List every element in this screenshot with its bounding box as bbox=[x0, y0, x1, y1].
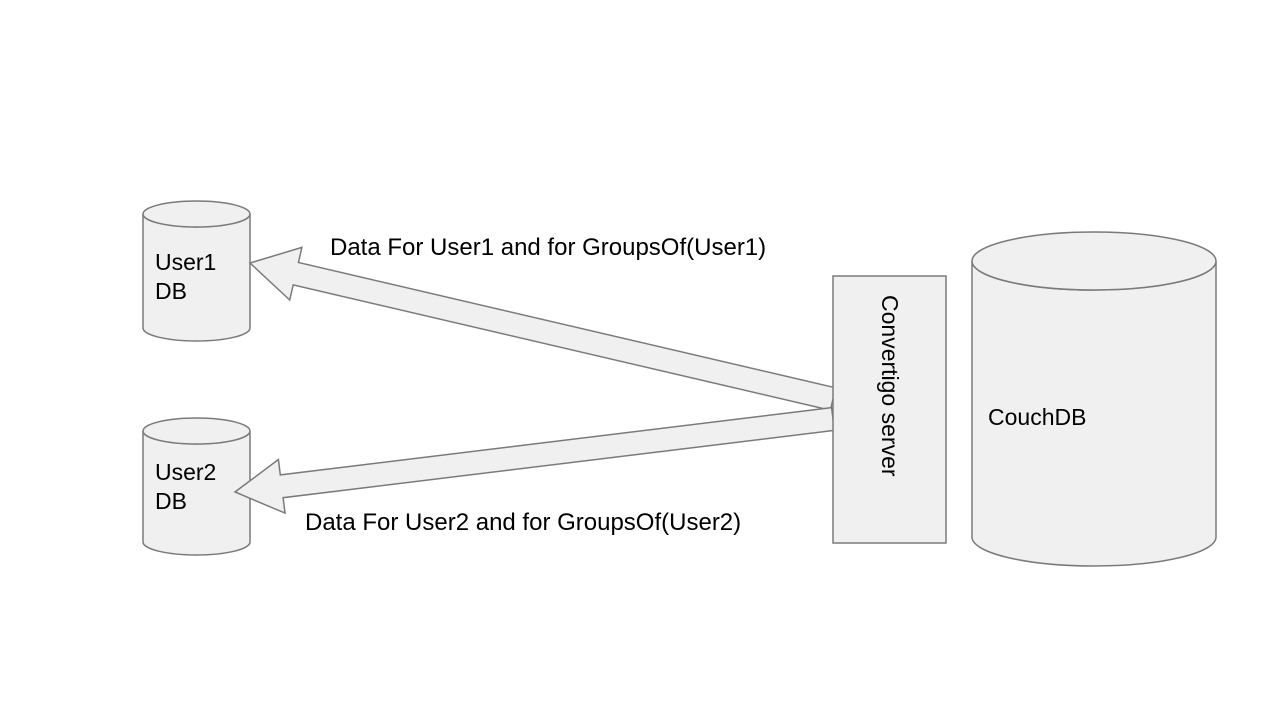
convertigo-server-box bbox=[832, 275, 947, 544]
user2-db-cylinder-top bbox=[142, 417, 251, 445]
user1-db-cylinder-icon bbox=[142, 200, 251, 342]
edge-label-user2: Data For User2 and for GroupsOf(User2) bbox=[305, 509, 742, 536]
user1-db-label: User1 DB bbox=[155, 248, 216, 306]
block-arrow-to-user1-icon bbox=[248, 246, 837, 412]
couchdb-cylinder-top bbox=[971, 231, 1217, 291]
user1-db-cylinder-top bbox=[142, 200, 251, 228]
block-arrow-to-user2-icon bbox=[233, 406, 836, 515]
user2-db-label-line1: User2 bbox=[155, 459, 217, 485]
couchdb-cylinder-icon bbox=[971, 231, 1217, 567]
edge-label-user1: Data For User1 and for GroupsOf(User1) bbox=[330, 234, 767, 261]
convertigo-server-label: Convertigo server bbox=[877, 295, 903, 477]
couchdb-label: CouchDB bbox=[988, 404, 1087, 430]
user1-db-label-line2: DB bbox=[155, 278, 187, 304]
user2-db-label: User2 DB bbox=[155, 458, 216, 516]
convertigo-server-label-wrap: Convertigo server bbox=[833, 276, 946, 543]
user2-db-cylinder-icon bbox=[142, 417, 251, 556]
user1-db-label-line1: User1 bbox=[155, 249, 217, 275]
user2-db-label-line2: DB bbox=[155, 488, 187, 514]
